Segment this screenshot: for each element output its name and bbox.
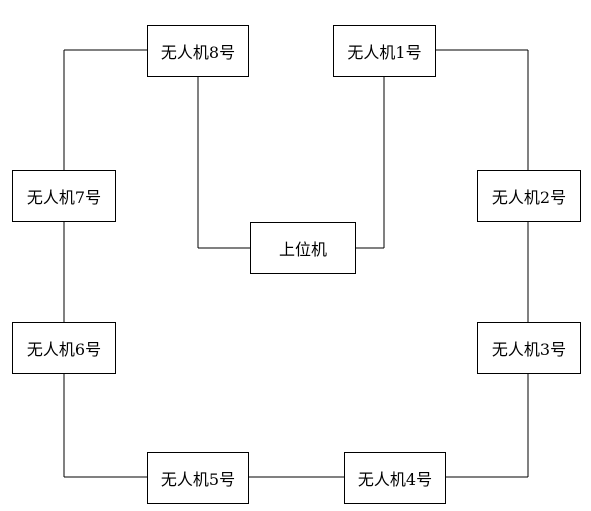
node-uav7-label: 无人机7号 <box>26 188 102 207</box>
node-uav7: 无人机7号 <box>12 170 116 222</box>
node-uav6-label: 无人机6号 <box>26 340 102 359</box>
node-uav3-label: 无人机3号 <box>491 340 567 359</box>
node-uav1-label: 无人机1号 <box>347 43 422 62</box>
node-uav2-label: 无人机2号 <box>491 188 567 207</box>
node-uav8: 无人机8号 <box>147 25 249 77</box>
node-uav4-label: 无人机4号 <box>357 470 433 489</box>
node-uav5: 无人机5号 <box>147 452 249 504</box>
node-uav5-label: 无人机5号 <box>160 470 236 489</box>
node-uav2: 无人机2号 <box>477 170 581 222</box>
node-host-label: 上位机 <box>278 240 327 259</box>
node-host: 上位机 <box>250 222 356 274</box>
node-uav6: 无人机6号 <box>12 322 116 374</box>
node-uav3: 无人机3号 <box>477 322 581 374</box>
node-uav8-label: 无人机8号 <box>160 43 236 62</box>
node-uav4: 无人机4号 <box>344 452 446 504</box>
node-uav1: 无人机1号 <box>333 25 436 77</box>
